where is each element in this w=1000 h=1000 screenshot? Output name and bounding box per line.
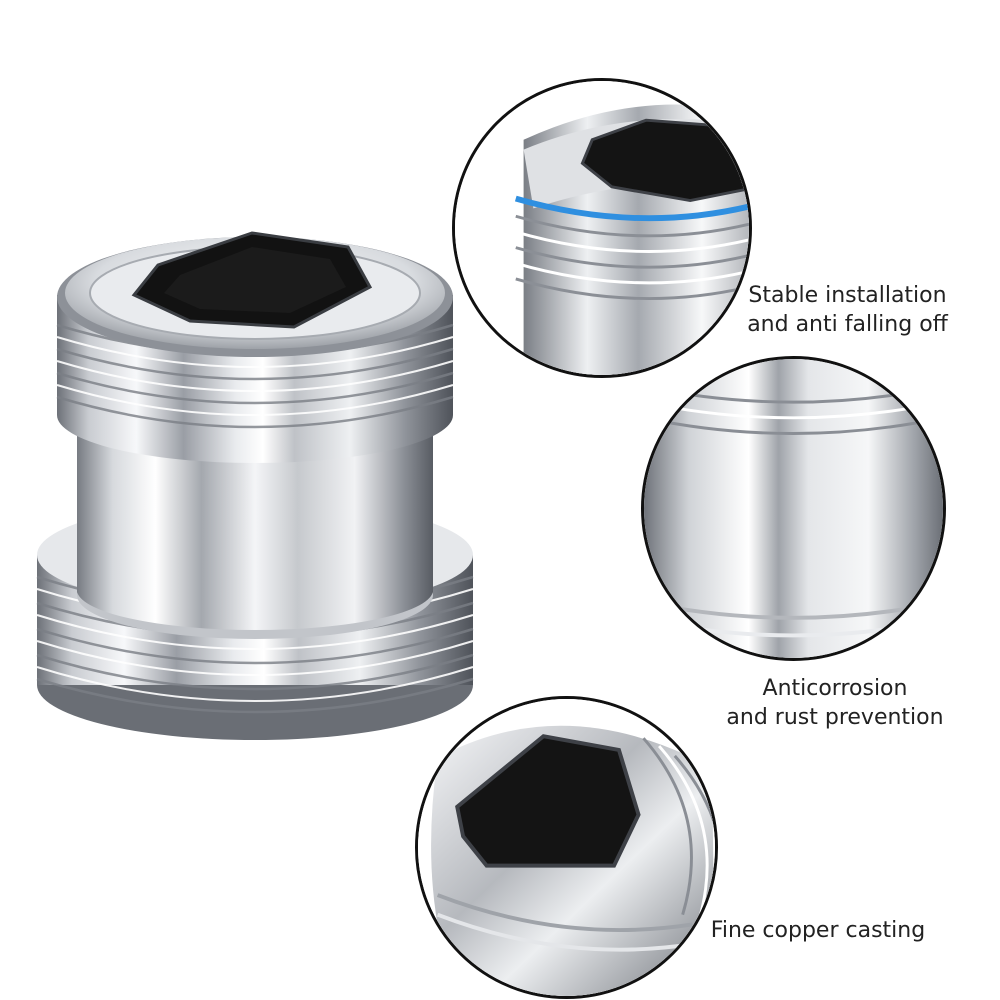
hex-socket	[131, 231, 373, 329]
caption-line: and anti falling off	[747, 312, 948, 337]
caption-line: and rust prevention	[726, 705, 944, 730]
feature-caption-anticorrosion: Anticorrosion and rust prevention	[715, 674, 955, 732]
feature-caption-casting: Fine copper casting	[698, 916, 938, 945]
body-closeup-illustration	[644, 359, 943, 658]
detail-circle-body	[641, 356, 946, 661]
detail-circle-seal	[452, 78, 752, 378]
adapter-illustration	[36, 231, 474, 740]
product-image-adapter	[30, 225, 480, 755]
caption-line: Stable installation	[748, 283, 947, 308]
caption-line: Anticorrosion	[762, 676, 908, 701]
socket-closeup-illustration	[418, 699, 715, 996]
seal-closeup-illustration	[455, 81, 749, 375]
feature-caption-stable: Stable installation and anti falling off	[735, 281, 960, 339]
caption-line: Fine copper casting	[710, 918, 926, 943]
detail-circle-socket	[415, 696, 718, 999]
